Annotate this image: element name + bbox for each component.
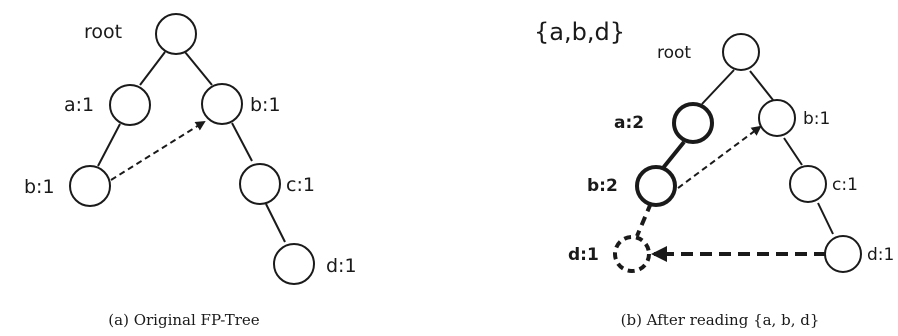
itemset-label: {a,b,d}	[534, 18, 625, 46]
edge-root-b	[184, 51, 213, 86]
label-c: c:1	[832, 175, 858, 195]
panel-b: {a,b,d} root a:2 b:1 b:2 c:1 d:1 d:1 (b)…	[534, 18, 894, 329]
node-c	[239, 163, 281, 205]
edge-b-c	[231, 122, 253, 162]
node-b-left	[635, 165, 677, 207]
label-a: a:1	[64, 94, 94, 116]
node-b-right	[201, 83, 243, 125]
label-d-new: d:1	[568, 245, 599, 265]
label-d: d:1	[326, 255, 357, 277]
label-b-left: b:2	[587, 176, 618, 196]
node-link-arrow	[110, 120, 206, 181]
label-root: root	[84, 21, 122, 43]
node-d	[824, 235, 862, 273]
edge-root-a	[139, 51, 166, 86]
node-c	[789, 165, 827, 203]
node-d	[273, 243, 315, 285]
label-b-right: b:1	[250, 94, 281, 116]
caption-b: (b) After reading {a, b, d}	[621, 311, 820, 329]
node-a	[672, 102, 714, 144]
node-link-arrow	[669, 125, 762, 195]
node-root	[155, 13, 197, 55]
edge-root-b	[749, 70, 774, 101]
edge-a-b-bold	[661, 140, 686, 170]
edge-c-d	[265, 203, 286, 243]
node-root	[722, 33, 760, 71]
label-a: a:2	[614, 113, 644, 133]
label-c: c:1	[286, 174, 315, 196]
node-d-new	[613, 235, 651, 273]
label-d: d:1	[867, 245, 894, 265]
node-b-right	[758, 99, 796, 137]
edge-root-a	[701, 69, 735, 105]
node-b-left	[69, 165, 111, 207]
caption-a: (a) Original FP-Tree	[108, 311, 260, 329]
edge-b-d-dashed	[635, 202, 653, 237]
label-b-left: b:1	[24, 176, 55, 198]
node-a	[109, 84, 151, 126]
edge-b-c	[783, 137, 803, 166]
label-root: root	[657, 43, 691, 63]
edge-c-d	[817, 202, 834, 235]
edge-a-b	[97, 123, 121, 167]
panel-a: root a:1 b:1 b:1 c:1 d:1 (a) Original FP…	[24, 13, 357, 329]
label-b-right: b:1	[803, 109, 830, 129]
